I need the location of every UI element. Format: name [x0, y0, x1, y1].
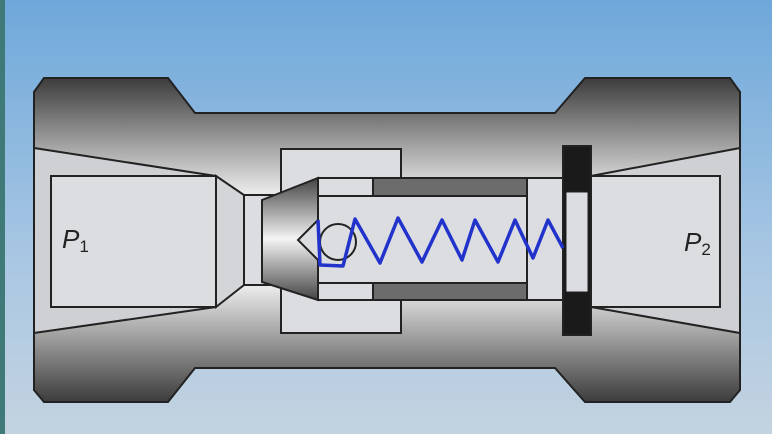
spring — [316, 216, 565, 268]
outlet-pressure-label: P2 — [684, 227, 711, 260]
sleeve-wall-bottom — [372, 282, 528, 301]
poppet — [261, 176, 319, 302]
label-p2-sub: 2 — [701, 240, 711, 259]
inlet-bore — [50, 175, 217, 308]
label-p1-sub: 1 — [79, 237, 89, 256]
inlet-chamfer — [215, 174, 245, 310]
left-edge-strip — [0, 0, 5, 434]
inlet-pressure-label: P1 — [62, 224, 89, 257]
retainer-ring-opening — [565, 191, 589, 293]
label-p1: P — [62, 224, 80, 254]
sleeve-wall-top — [372, 177, 528, 197]
poppet-tip — [296, 219, 319, 261]
label-p2: P — [684, 227, 702, 257]
